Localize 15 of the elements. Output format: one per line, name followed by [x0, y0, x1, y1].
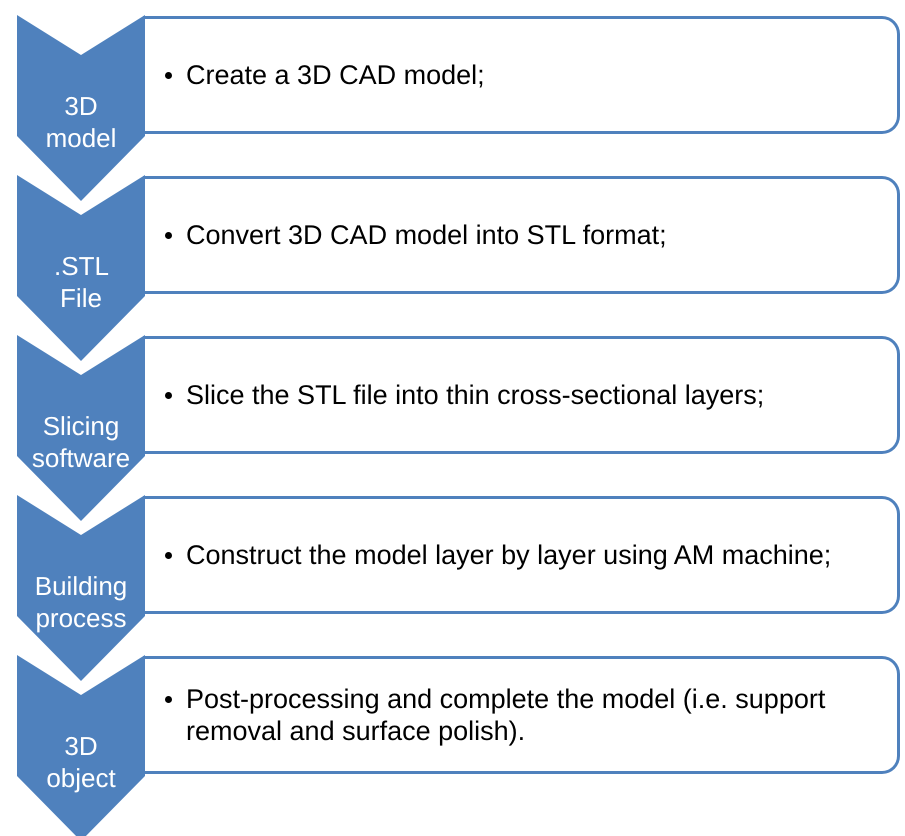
step-label: Building process	[34, 571, 128, 635]
step-label: Slicing software	[32, 411, 130, 475]
step-description-box	[143, 656, 900, 774]
step-label: 3D model	[46, 91, 116, 155]
step-label: .STL File	[54, 251, 108, 315]
step-description-box	[143, 336, 900, 454]
step-description: Slice the STL file into thin cross-sectional layers;	[186, 380, 766, 410]
step-description: Construct the model layer by layer using AM machine;	[186, 540, 832, 570]
step-description-box	[143, 496, 900, 614]
step-description: Post-processing and complete the model (i.e. support removal and surface polish).	[186, 684, 826, 746]
step-description: Convert 3D CAD model into STL format;	[186, 220, 668, 250]
step-description-box	[143, 16, 900, 134]
step-description-box	[143, 176, 900, 294]
step-label: 3D object	[46, 731, 116, 795]
step-description: Create a 3D CAD model;	[186, 60, 486, 90]
